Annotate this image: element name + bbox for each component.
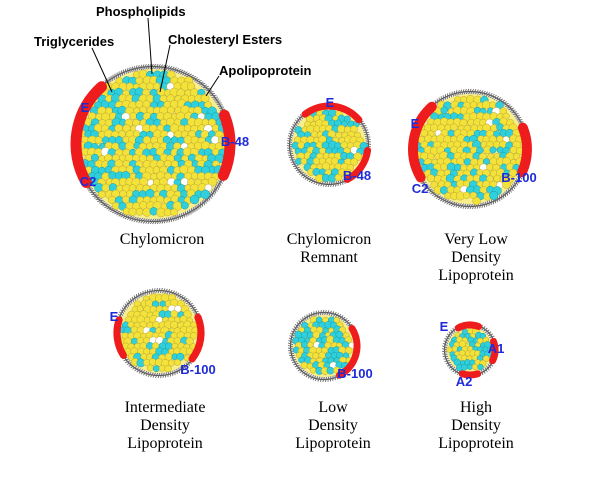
apolipoprotein-band: [70, 125, 92, 188]
caption-line: Density: [451, 249, 501, 266]
apolipoprotein-band: [343, 146, 372, 183]
leader-triglycerides: [91, 47, 113, 93]
apolipoprotein-label: C2: [412, 181, 429, 196]
lipid-core: [292, 315, 356, 377]
apolipoprotein-label: E: [326, 95, 335, 110]
caption-line: Remnant: [300, 249, 358, 266]
apolipoprotein-label: B-48: [221, 134, 249, 149]
annotation-layer: Phospholipids Triglycerides Cholesteryl …: [34, 4, 311, 97]
apolipoprotein-label: A2: [456, 374, 473, 389]
lipid-core: [118, 293, 200, 373]
apolipoprotein-label: E: [110, 309, 119, 324]
caption-line: Density: [140, 417, 190, 434]
apolipoprotein-label: B-100: [337, 366, 372, 381]
apolipoprotein-label: B-48: [343, 168, 371, 183]
apolipoprotein-band: [517, 122, 532, 178]
lipid-core: [291, 108, 368, 183]
apolipoprotein-band: [489, 337, 499, 365]
leader-lines: [91, 17, 220, 97]
caption-line: High: [460, 399, 492, 416]
apolipoprotein-band: [188, 313, 205, 363]
label-apolipoprotein: Apolipoprotein: [219, 63, 311, 78]
apolipoprotein-band: [454, 321, 483, 332]
caption-line: Lipoprotein: [127, 435, 203, 452]
lipid-core: [446, 327, 495, 373]
apolipoprotein-label: A1: [488, 341, 505, 356]
apolipoprotein-band: [335, 325, 361, 379]
apolipoprotein-label: B-100: [180, 362, 215, 377]
caption-line: Lipoprotein: [438, 435, 514, 452]
caption-line: Density: [451, 417, 501, 434]
apolipoprotein-band: [72, 81, 107, 134]
label-cholesteryl-esters: Cholesteryl Esters: [168, 32, 282, 47]
caption-line: Lipoprotein: [295, 435, 371, 452]
apolipoprotein-label: E: [411, 116, 420, 131]
caption-line: Very Low: [444, 231, 508, 248]
caption-line: Chylomicron: [120, 231, 204, 248]
label-phospholipids: Phospholipids: [96, 4, 186, 19]
apolipoprotein-band: [458, 370, 482, 379]
label-triglycerides: Triglycerides: [34, 34, 114, 49]
apolipoprotein-band: [113, 316, 127, 359]
apolipoprotein-band: [409, 101, 437, 143]
leader-cholesteryl-esters: [159, 44, 171, 93]
caption-line: Lipoprotein: [438, 267, 514, 284]
caption-line: Low: [318, 399, 348, 416]
caption-line: Intermediate: [125, 399, 206, 416]
apolipoprotein-label: B-100: [501, 170, 536, 185]
apolipoprotein-label: E: [81, 100, 90, 115]
apolipoprotein-band: [301, 102, 363, 124]
leader-phospholipids: [147, 17, 153, 75]
particle-caption: Chylomicron: [120, 231, 204, 248]
apolipoprotein-label: E: [440, 319, 449, 334]
leader-apolipoprotein: [205, 75, 220, 97]
caption-line: Density: [308, 417, 358, 434]
lipid-core: [413, 94, 525, 206]
apolipoprotein-label: C2: [80, 174, 97, 189]
caption-line: Chylomicron: [287, 231, 371, 248]
apolipoprotein-band: [217, 109, 236, 181]
